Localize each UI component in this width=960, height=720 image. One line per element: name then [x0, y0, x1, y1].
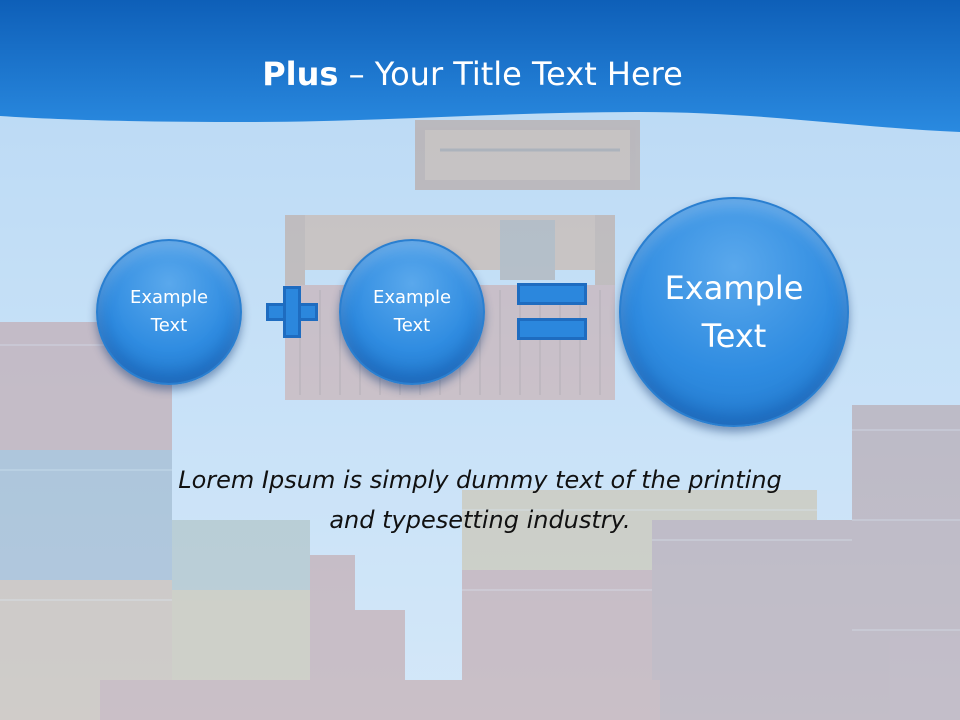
- circle-3-text: Example Text: [664, 269, 804, 355]
- body-text: Lorem Ipsum is simply dummy text of the …: [178, 466, 782, 534]
- plus-icon: [266, 286, 318, 338]
- crane-illustration: [285, 120, 640, 295]
- header-wave: [0, 0, 960, 132]
- circle-2-text: Example Text: [372, 287, 452, 336]
- slide-title: Plus – Your Title Text Here: [0, 52, 945, 96]
- example-circle-result[interactable]: Example Text: [619, 197, 849, 427]
- example-circle-2[interactable]: Example Text: [339, 239, 485, 385]
- title-bold: Plus: [262, 55, 339, 93]
- equals-icon: [517, 283, 587, 340]
- circle-1-text: Example Text: [129, 287, 209, 336]
- title-rest: – Your Title Text Here: [338, 55, 683, 93]
- example-circle-1[interactable]: Example Text: [96, 239, 242, 385]
